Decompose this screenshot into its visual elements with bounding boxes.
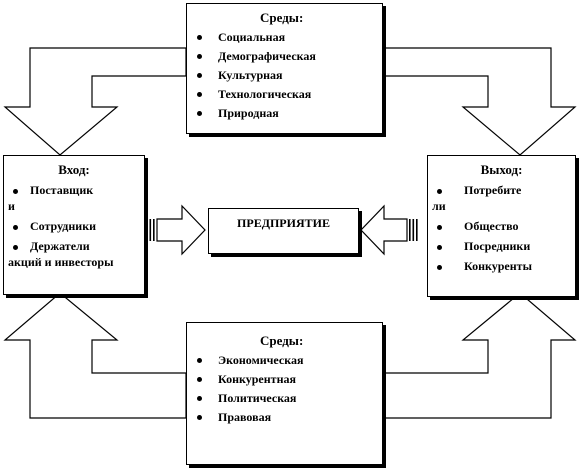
enterprise-label: ПРЕДПРИЯТИЕ bbox=[237, 216, 330, 230]
list-item: Технологическая bbox=[192, 85, 378, 104]
list-item-text: Поставщик bbox=[30, 183, 94, 197]
bottom-box-title: Среды: bbox=[260, 333, 304, 348]
list-item: Экономическая bbox=[192, 351, 378, 370]
list-item: Конкурентная bbox=[192, 370, 378, 389]
arrow-top-to-input bbox=[3, 47, 187, 156]
arrow-input-to-enterprise bbox=[146, 204, 206, 256]
list-item: Поставщик и bbox=[8, 182, 140, 214]
list-item-text-wrap: ли bbox=[432, 199, 446, 213]
list-item-text: Общество bbox=[464, 219, 519, 233]
output-box-list: Потребите ли Общество Посредники Конкуре… bbox=[432, 182, 571, 274]
list-item: Природная bbox=[192, 104, 378, 123]
arrow-bottom-to-output bbox=[382, 292, 577, 419]
list-item-text: Держатели bbox=[30, 239, 90, 253]
list-item: Правовая bbox=[192, 408, 378, 427]
list-item-text: Посредники bbox=[464, 239, 531, 253]
input-box: Вход: Поставщик и Сотрудники Держатели а… bbox=[3, 155, 145, 295]
arrow-output-to-enterprise bbox=[360, 204, 418, 256]
top-environment-box: Среды: Социальная Демографическая Культу… bbox=[186, 3, 383, 134]
enterprise-box: ПРЕДПРИЯТИЕ bbox=[208, 208, 359, 254]
list-item-text: Сотрудники bbox=[30, 219, 97, 233]
list-item-text-wrap: акций и инвесторы bbox=[8, 255, 114, 269]
input-box-list: Поставщик и Сотрудники Держатели акций и… bbox=[8, 182, 140, 270]
list-item: Социальная bbox=[192, 28, 378, 47]
list-item-text: Конкуренты bbox=[464, 259, 532, 273]
arrow-top-to-output bbox=[382, 47, 577, 156]
top-box-title: Среды: bbox=[260, 10, 304, 25]
bottom-box-list: Экономическая Конкурентная Политическая … bbox=[192, 351, 378, 427]
list-item-text-wrap: и bbox=[8, 199, 15, 213]
list-item: Посредники bbox=[432, 238, 571, 254]
output-box-title: Выход: bbox=[480, 162, 523, 177]
list-item-text: Потребите bbox=[464, 183, 522, 197]
list-item: Сотрудники bbox=[8, 218, 140, 234]
list-item: Держатели акций и инвесторы bbox=[8, 238, 140, 270]
list-item: Культурная bbox=[192, 66, 378, 85]
bottom-environment-box: Среды: Экономическая Конкурентная Полити… bbox=[186, 322, 383, 465]
top-box-list: Социальная Демографическая Культурная Те… bbox=[192, 28, 378, 123]
input-box-title: Вход: bbox=[58, 162, 90, 177]
list-item: Политическая bbox=[192, 389, 378, 408]
output-box: Выход: Потребите ли Общество Посредники … bbox=[427, 155, 576, 297]
list-item: Потребите ли bbox=[432, 182, 571, 214]
list-item: Демографическая bbox=[192, 47, 378, 66]
list-item: Общество bbox=[432, 218, 571, 234]
list-item: Конкуренты bbox=[432, 258, 571, 274]
arrow-bottom-to-input bbox=[3, 292, 187, 419]
